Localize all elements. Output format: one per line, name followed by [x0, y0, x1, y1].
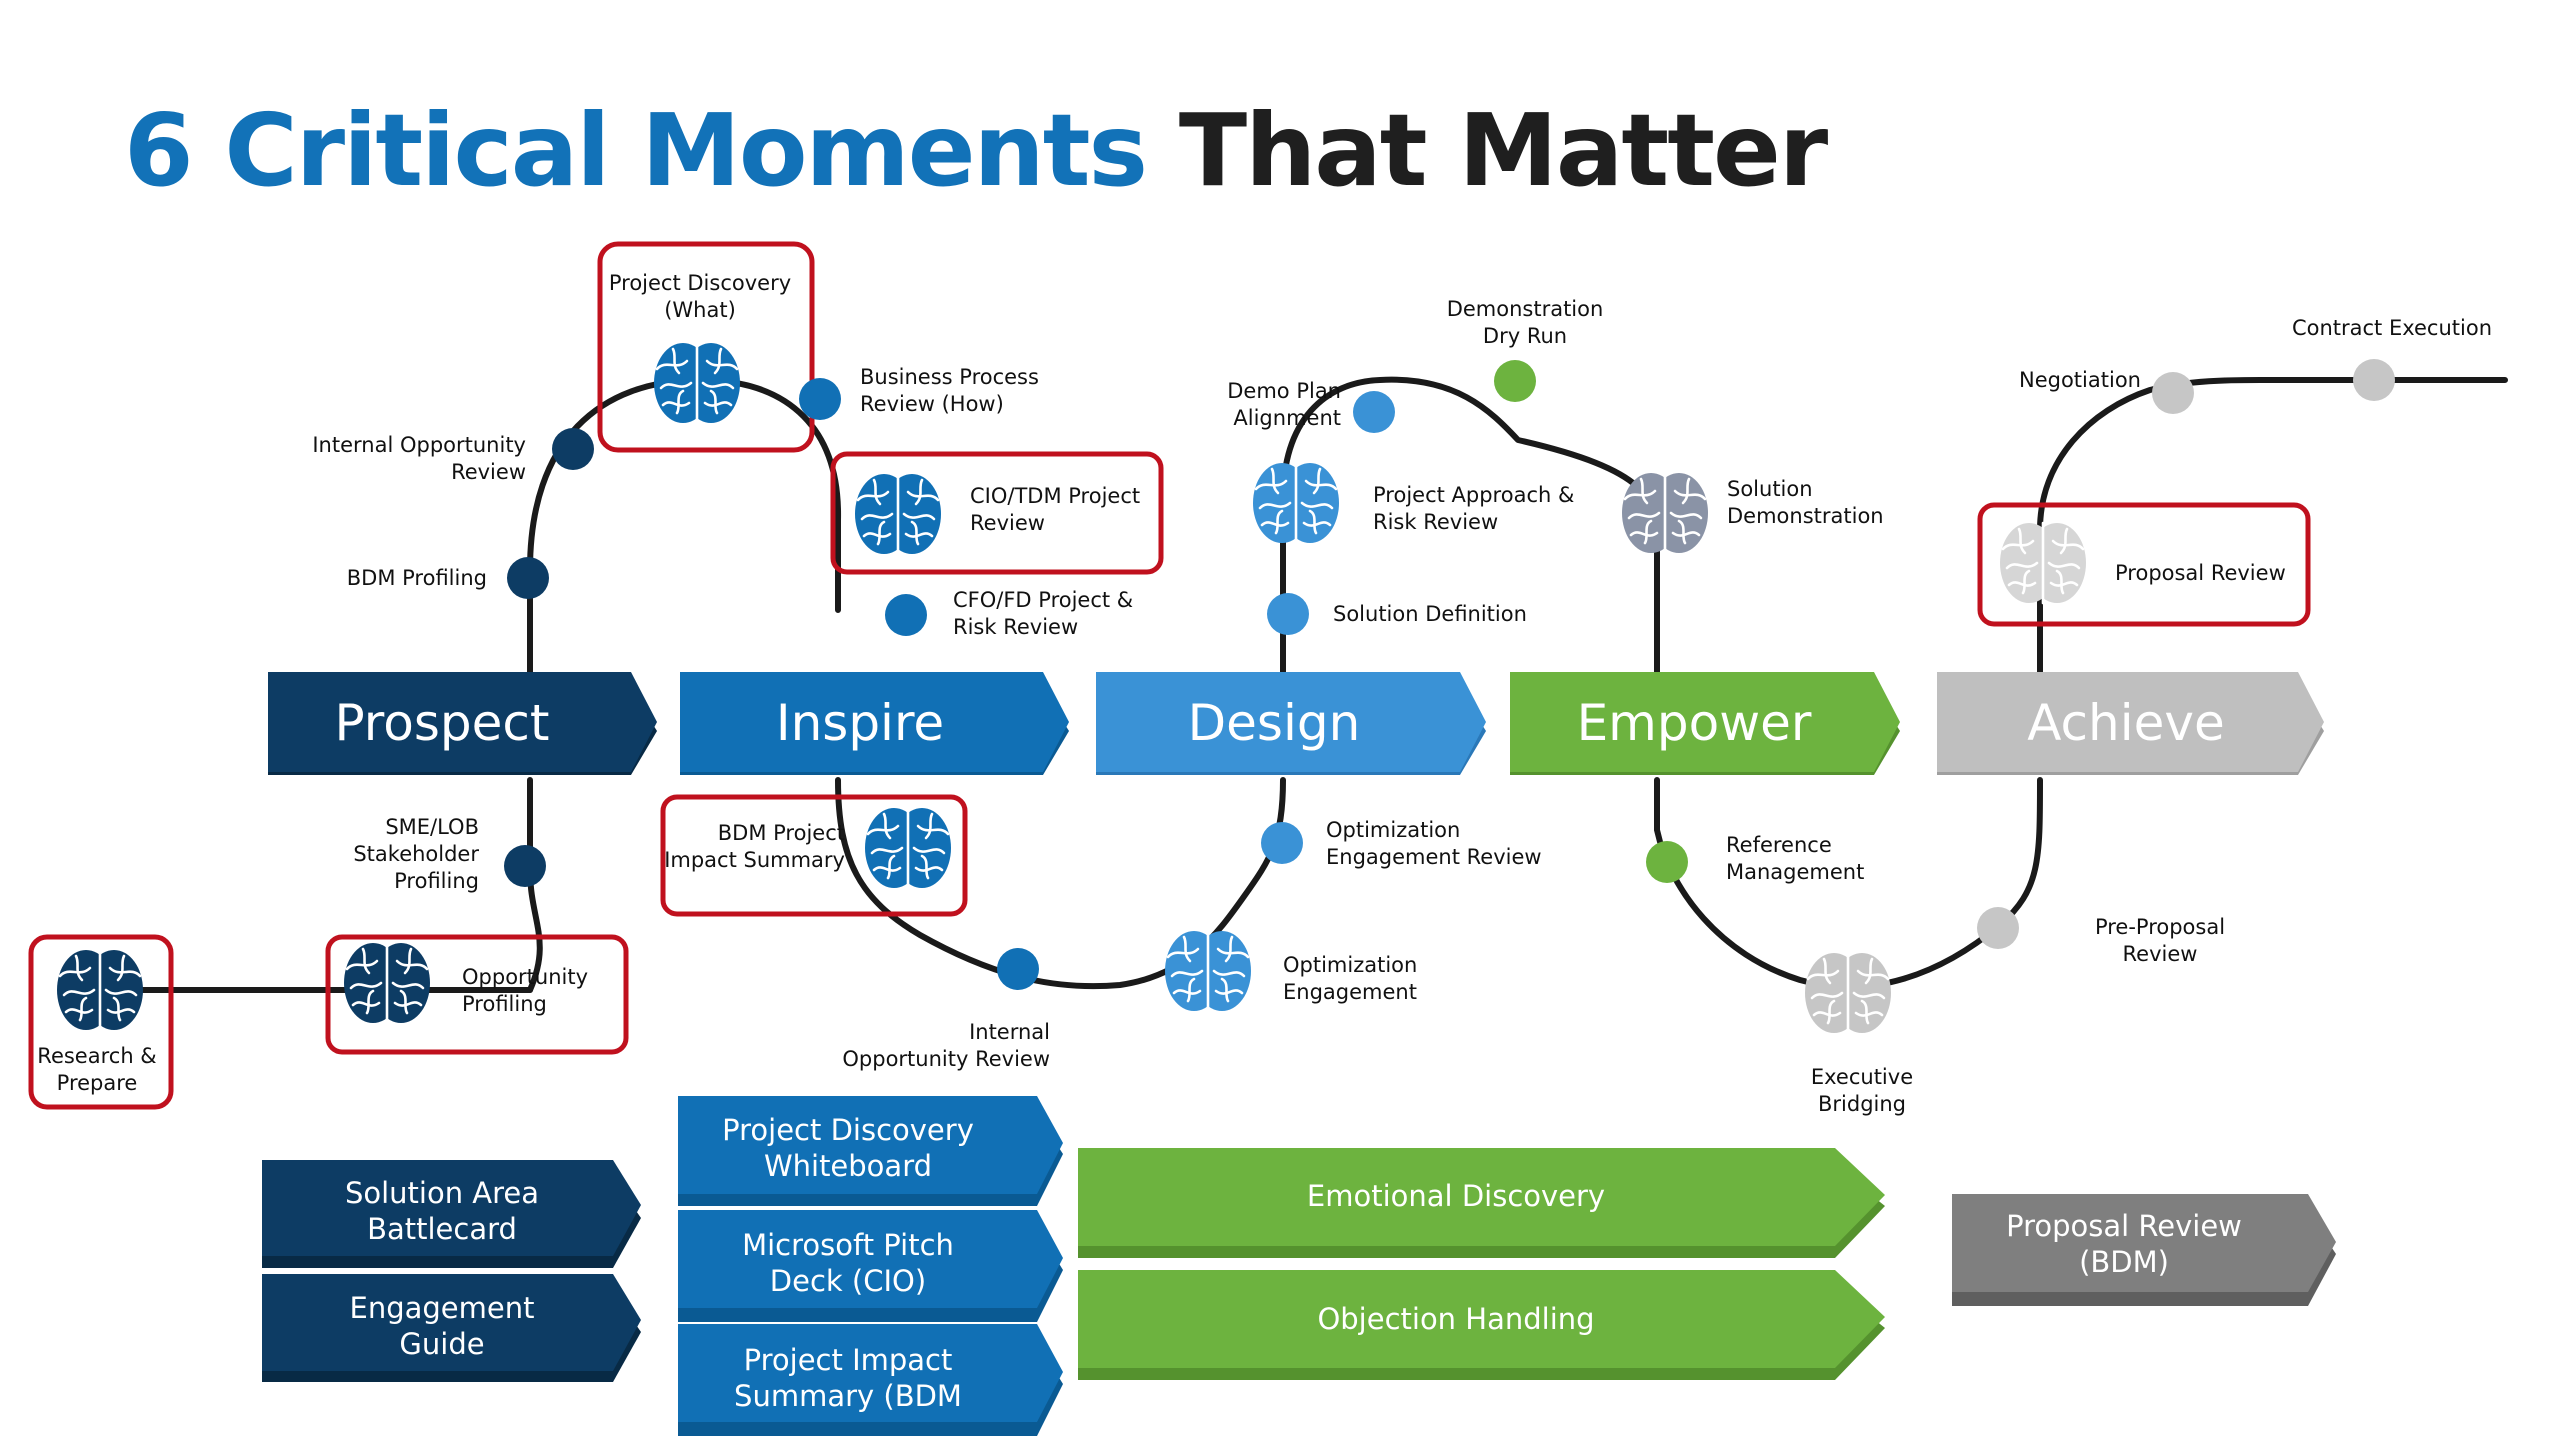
stage-design[interactable]: Design — [1096, 672, 1486, 775]
stage-empower[interactable]: Empower — [1510, 672, 1900, 775]
contract-execution-label: Contract Execution — [2292, 316, 2492, 340]
stage-prospect[interactable]: Prospect — [268, 672, 657, 775]
bdm-project-impact-brain-icon — [863, 806, 953, 890]
bdm-profiling-label: BDM Profiling — [347, 566, 487, 590]
solution-demonstration-brain-icon — [1620, 471, 1710, 555]
resource-emotional-discovery[interactable]: Emotional Discovery — [1078, 1148, 1885, 1258]
highlight-proposal-review — [1977, 502, 2311, 627]
cio-tdm-brain-icon — [853, 472, 943, 556]
cfo-fd-dot — [885, 594, 927, 636]
highlight-cio-tdm — [830, 451, 1164, 575]
resource-objection-handling[interactable]: Objection Handling — [1078, 1270, 1885, 1380]
executive-bridging-brain-icon — [1803, 951, 1893, 1035]
resource-proposal-review-bdm-label: Proposal Review(BDM) — [2006, 1209, 2242, 1279]
project-discovery-brain-icon — [652, 341, 742, 425]
stage-design-label: Design — [1188, 694, 1361, 752]
business-process-review-dot — [799, 378, 841, 420]
project-discovery-label: Project Discovery(What) — [609, 271, 791, 322]
page-title: 6 Critical Moments That Matter — [124, 92, 1828, 209]
negotiation-dot — [2152, 372, 2194, 414]
highlight-opportunity-profiling — [325, 934, 629, 1055]
optimization-engagement-review-dot — [1261, 822, 1303, 864]
project-approach-brain-icon — [1251, 461, 1341, 545]
stage-inspire[interactable]: Inspire — [680, 672, 1069, 775]
bdm-profiling-dot — [507, 557, 549, 599]
stage-inspire-label: Inspire — [776, 694, 944, 752]
pre-proposal-review-dot — [1977, 907, 2019, 949]
stage-achieve-label: Achieve — [2027, 694, 2225, 752]
internal-opportunity-review-dot — [552, 428, 594, 470]
reference-management-dot — [1646, 841, 1688, 883]
highlight-research-prepare — [28, 934, 174, 1110]
proposal-review-label: Proposal Review — [2115, 561, 2286, 585]
proposal-review-brain-icon — [1998, 521, 2088, 605]
resource-objection-handling-label: Objection Handling — [1317, 1302, 1594, 1336]
optimization-engagement-brain-icon — [1163, 929, 1253, 1013]
title-highlight: 6 Critical Moments — [124, 92, 1148, 209]
resource-proposal-review-bdm[interactable]: Proposal Review(BDM) — [1952, 1194, 2336, 1306]
research-prepare-label: Research &Prepare — [37, 1044, 156, 1095]
solution-definition-dot — [1267, 593, 1309, 635]
highlight-project-discovery — [597, 241, 815, 453]
cfo-fd-label: CFO/FD Project &Risk Review — [953, 588, 1133, 639]
title-rest: That Matter — [1178, 92, 1828, 209]
solution-definition-label: Solution Definition — [1333, 602, 1527, 626]
resource-emotional-discovery-label: Emotional Discovery — [1307, 1179, 1605, 1213]
demo-plan-alignment-dot — [1353, 391, 1395, 433]
negotiation-label: Negotiation — [2019, 368, 2141, 392]
sme-lob-dot — [504, 845, 546, 887]
highlight-bdm-project-impact — [660, 794, 968, 917]
demonstration-dry-run-dot — [1494, 360, 1536, 402]
stage-empower-label: Empower — [1577, 694, 1812, 752]
project-approach-label: Project Approach &Risk Review — [1373, 483, 1574, 534]
contract-execution-dot — [2353, 359, 2395, 401]
internal-opportunity-review-2-dot — [997, 948, 1039, 990]
stage-achieve[interactable]: Achieve — [1937, 672, 2324, 775]
research-prepare-brain-icon — [55, 948, 145, 1032]
opportunity-profiling-brain-icon — [342, 941, 432, 1025]
stage-prospect-label: Prospect — [335, 694, 550, 752]
